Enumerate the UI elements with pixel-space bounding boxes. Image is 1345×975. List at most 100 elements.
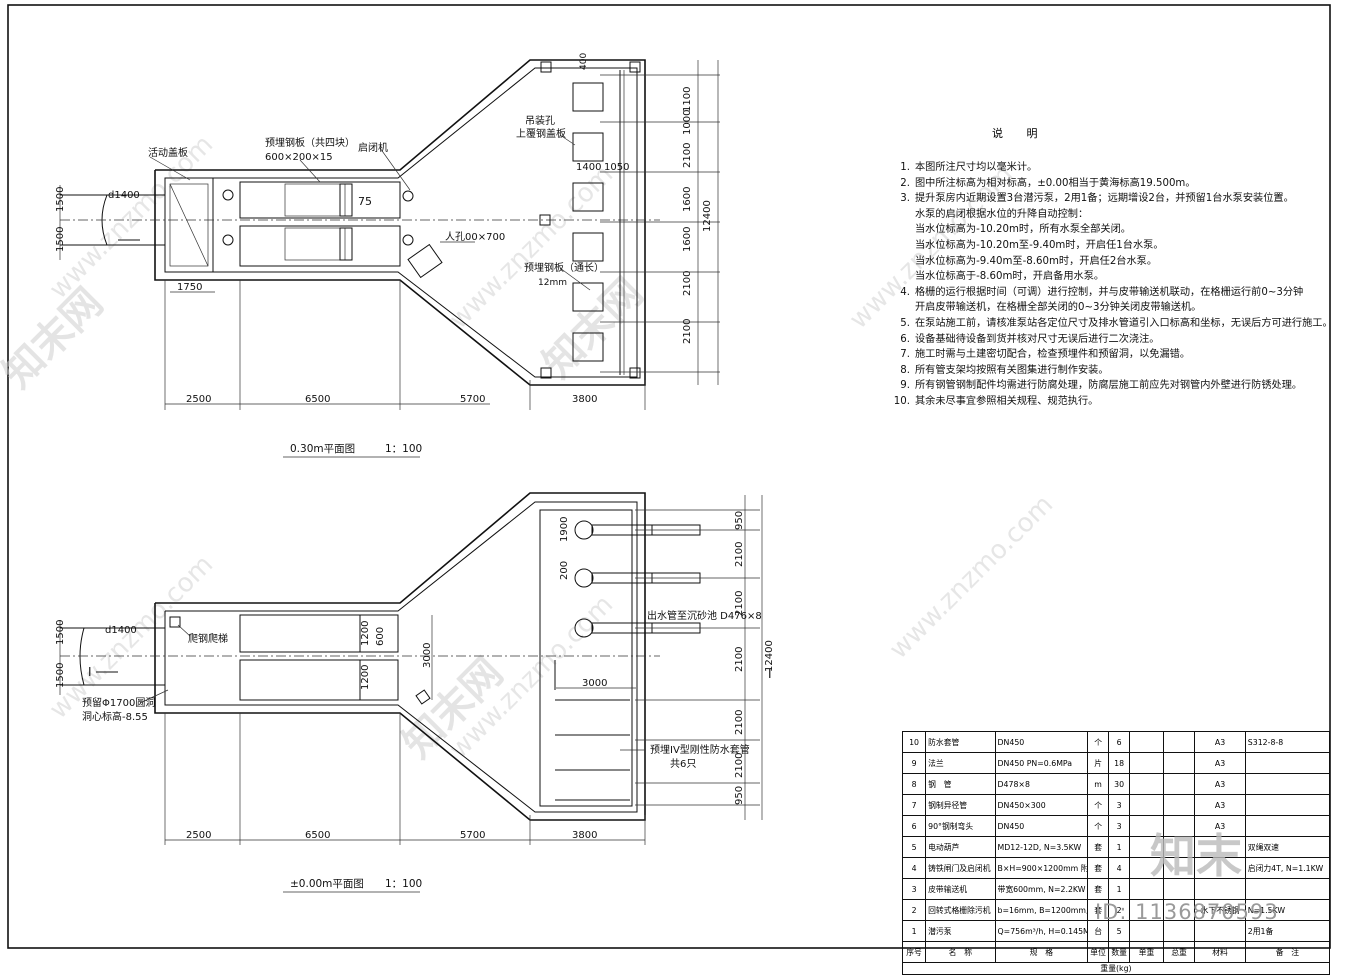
table-cell: 防水套管 — [925, 731, 996, 753]
note-number — [888, 222, 910, 238]
table-cell — [1162, 752, 1196, 774]
drawing-sheet: www.znzmo.com www.znzmo.com www.znzmo.co… — [0, 4, 1331, 949]
notes-title: 说 明 — [992, 127, 1048, 140]
dim-b-1200a: 1200 — [360, 621, 371, 646]
dim-12400: 12400 — [702, 200, 713, 232]
table-weight-row: 重量(kg) — [902, 962, 1330, 975]
pump-2 — [574, 568, 594, 588]
table-cell: 个 — [1087, 794, 1110, 816]
id-tag: ID: 1136870593 — [1095, 900, 1279, 924]
note-text: 图中所注标高为相对标高，±0.00相当于黄海标高19.500m。 — [915, 177, 1196, 189]
dim-b-3000v: 3000 — [422, 643, 433, 668]
table-cell — [1244, 773, 1331, 795]
note-line: 当水位标高为-10.20m至-9.40m时，开启任1台水泵。 — [888, 238, 1344, 254]
note-text: 格栅的运行根据时间（可调）进行控制，并与皮带输送机联动，在格栅运行前0~3分钟 — [915, 286, 1304, 298]
table-cell: 套 — [1087, 836, 1110, 858]
note-line: 4.格栅的运行根据时间（可调）进行控制，并与皮带输送机联动，在格栅运行前0~3分… — [888, 285, 1344, 301]
label-pipe-bottom: d1400 — [105, 625, 137, 636]
note-line: 5.在泵站施工前，请核准泵站各定位尺寸及排水管道引入口标高和坐标，无误后方可进行… — [888, 316, 1344, 332]
table-cell: 钢 管 — [925, 773, 996, 795]
dim-1400: 1400 — [576, 162, 601, 173]
plan-bottom-caption: ±0.00m平面图 — [290, 878, 364, 890]
dim-b-2100b: 2100 — [734, 591, 745, 616]
gate-valve-1 — [222, 189, 234, 201]
dim-1600b: 1600 — [682, 227, 693, 252]
dim-b-1500a: 1500 — [55, 620, 66, 645]
label-lifting-hole: 吊装孔 — [525, 114, 555, 127]
dim-b-2100e: 2100 — [734, 753, 745, 778]
table-cell — [1129, 752, 1164, 774]
hoist-1 — [402, 190, 414, 202]
table-header-row: 序号名 称规 格单位数量单重总重材料备 注 — [901, 941, 1331, 963]
table-cell: 3 — [1108, 815, 1131, 837]
table-cell: 9 — [901, 752, 927, 774]
dim-1000: 1000 — [682, 110, 693, 135]
table-cell — [1244, 815, 1331, 837]
note-line: 当水位标高为-10.20m时，所有水泵全部关闭。 — [888, 222, 1344, 238]
dim-3800: 3800 — [572, 394, 597, 405]
table-cell: DN450 — [994, 731, 1089, 753]
note-text: 当水位标高为-10.20m至-9.40m时，开启任1台水泵。 — [915, 239, 1164, 251]
table-cell: 钢制异径管 — [925, 794, 996, 816]
table-cell — [1244, 878, 1331, 900]
inlet-pipe-bottom — [60, 627, 165, 686]
note-number: 7. — [900, 349, 910, 361]
note-number: 8. — [900, 364, 910, 376]
table-cell: 双绳双速 — [1244, 836, 1331, 858]
note-line: 水泵的启闭根据水位的升降自动控制： — [888, 207, 1344, 223]
table-cell: 法兰 — [925, 752, 996, 774]
note-text: 提升泵房内近期设置3台潜污泵，2用1备；远期增设2台，并预留1台水泵安装位置。 — [915, 193, 1294, 205]
label-strip-thk: 12mm — [538, 278, 567, 288]
table-header-cell: 序号 — [901, 941, 927, 963]
label-hoist: 启闭机 — [358, 141, 388, 154]
dim-1050: 1050 — [604, 162, 629, 173]
note-number: 10. — [893, 395, 910, 407]
table-header-cell: 总重 — [1162, 941, 1196, 963]
dim-5700: 5700 — [460, 394, 485, 405]
note-number — [888, 207, 910, 223]
note-text: 设备基础待设备到货并核对尺寸无误后进行二次浇注。 — [915, 333, 1160, 345]
table-cell: DN450 PN=0.6MPa — [994, 752, 1089, 774]
note-line: 3.提升泵房内近期设置3台潜污泵，2用1备；远期增设2台，并预留1台水泵安装位置… — [888, 191, 1344, 207]
dim-1500b: 1500 — [55, 227, 66, 252]
hoist-2 — [402, 234, 414, 246]
table-cell: b=16mm, B=1200mm, α=75° — [994, 899, 1089, 921]
dim-6500: 6500 — [305, 394, 330, 405]
label-ladder: 爬钢爬梯 — [188, 632, 228, 645]
dim-b-2100c: 2100 — [734, 647, 745, 672]
label-sleeves: 预埋IV型刚性防水套管 — [650, 743, 750, 756]
label-cover-plate: 上覆钢盖板 — [516, 127, 566, 140]
note-text: 当水位标高为-10.20m时，所有水泵全部关闭。 — [915, 224, 1131, 236]
plan-top-scale: 1：100 — [385, 443, 422, 455]
table-cell: 个 — [1087, 815, 1110, 837]
table-cell: 30 — [1108, 773, 1131, 795]
table-cell: 1 — [901, 920, 927, 942]
wet-well — [539, 509, 633, 807]
note-line: 当水位标高为-9.40m至-8.60m时，开启任2台水泵。 — [888, 254, 1344, 270]
table-cell: 4 — [1108, 857, 1131, 879]
table-cell: 潜污泵 — [925, 920, 996, 942]
screen-2 — [284, 227, 346, 261]
notes-list: 1.本图所注尺寸均以毫米计。2.图中所注标高为相对标高，±0.00相当于黄海标高… — [888, 160, 1344, 410]
table-header-cell: 规 格 — [994, 941, 1089, 963]
dim-1600a: 1600 — [682, 187, 693, 212]
note-text: 本图所注尺寸均以毫米计。 — [915, 162, 1038, 173]
note-number: 6. — [900, 333, 910, 345]
plan-top-caption: 0.30m平面图 — [290, 443, 355, 455]
table-cell: Q=756m³/h, H=0.145MPa, N= — [994, 920, 1089, 942]
table-cell: 18 — [1108, 752, 1131, 774]
table-cell: 套 — [1087, 878, 1110, 900]
table-cell: 2 — [901, 899, 927, 921]
lift-hole-1 — [572, 82, 604, 112]
table-cell — [1162, 731, 1196, 753]
note-line: 8.所有管支架均按照有关图集进行制作安装。 — [888, 363, 1344, 379]
section-mark-left: I — [88, 665, 92, 679]
note-text: 施工时需与土建密切配合，检查预埋件和预留洞，以免漏错。 — [915, 349, 1191, 361]
table-header-cell: 单重 — [1129, 941, 1164, 963]
screen-channel-2 — [239, 225, 401, 267]
